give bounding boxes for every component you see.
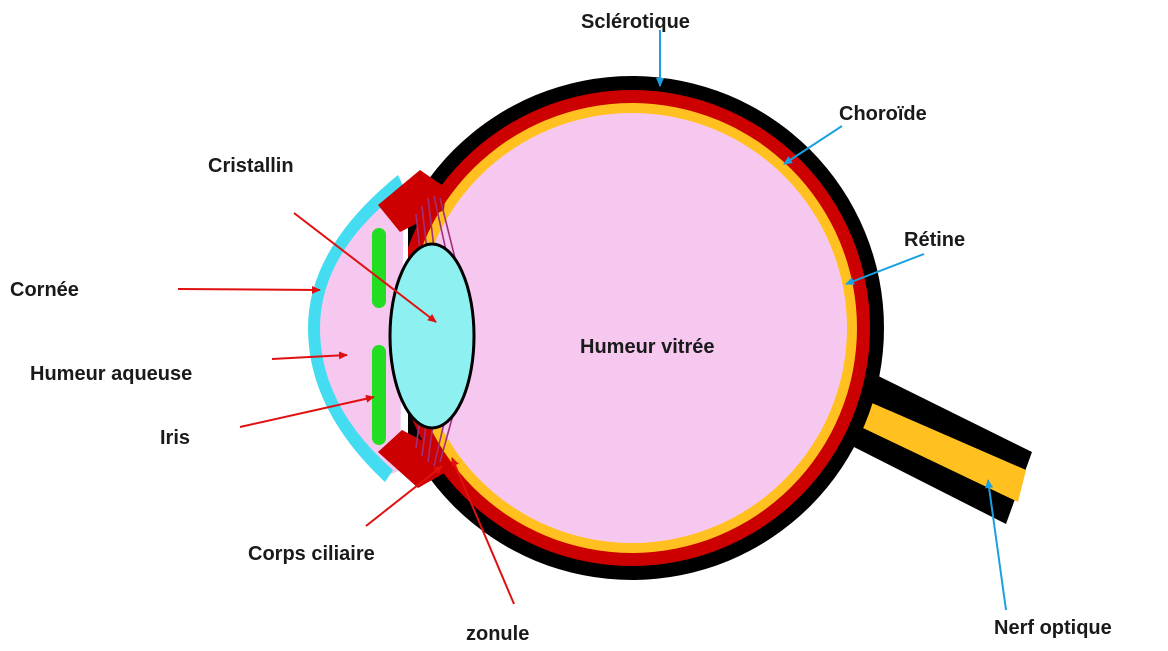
- label-zonule: zonule: [466, 623, 529, 645]
- label-humeur-aqueuse: Humeur aqueuse: [30, 363, 192, 385]
- label-cornee: Cornée: [10, 279, 79, 301]
- label-sclerotique: Sclérotique: [581, 11, 690, 33]
- label-iris: Iris: [160, 427, 190, 449]
- crystalline-lens: [390, 244, 474, 428]
- label-choroide: Choroïde: [839, 103, 927, 125]
- iris-top: [372, 228, 386, 308]
- iris-bottom: [372, 345, 386, 445]
- label-nerf-optique: Nerf optique: [994, 617, 1112, 639]
- arrow-cornee: [178, 289, 320, 290]
- label-retine: Rétine: [904, 229, 965, 251]
- label-corps-ciliaire: Corps ciliaire: [248, 543, 375, 565]
- vitreous-humour: [417, 113, 847, 543]
- label-humeur-vitree: Humeur vitrée: [580, 336, 715, 358]
- label-cristallin: Cristallin: [208, 155, 294, 177]
